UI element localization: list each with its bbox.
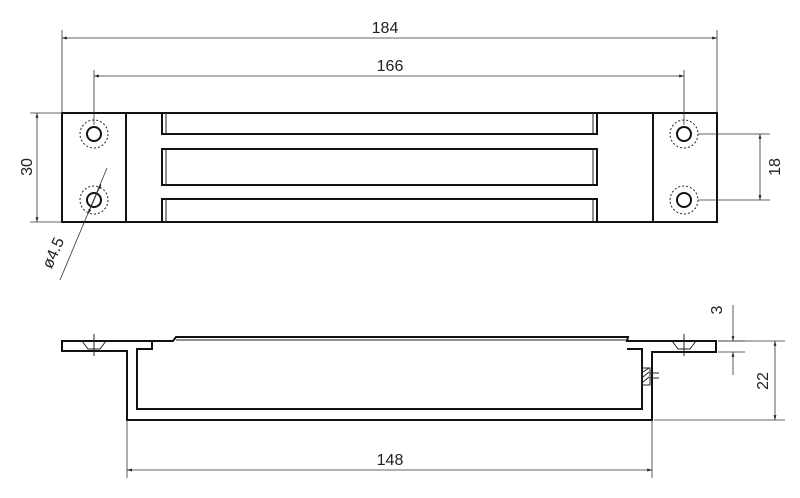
countersunk-screw-left xyxy=(81,334,107,356)
hole-icon xyxy=(86,126,102,142)
hole-icon xyxy=(676,192,692,208)
dimension-30: 30 xyxy=(19,112,62,223)
dimension-22: 22 xyxy=(654,340,785,421)
dimension-166: 166 xyxy=(93,58,685,125)
side-profile-inner xyxy=(136,341,643,410)
dimension-label: 3 xyxy=(709,305,726,314)
dimension-label: 148 xyxy=(377,452,404,469)
side-profile-outer xyxy=(61,336,717,421)
dimension-148: 148 xyxy=(126,420,653,478)
hole-icon xyxy=(676,126,692,142)
coil-slots xyxy=(161,113,598,222)
dimension-label: 18 xyxy=(767,158,784,176)
countersunk-screw-right xyxy=(671,334,697,356)
dimension-label: 22 xyxy=(755,372,772,390)
dimension-18: 18 xyxy=(698,133,784,201)
cable-gland-icon xyxy=(641,367,659,386)
dimension-label: 166 xyxy=(377,58,404,75)
dimension-label: ø4.5 xyxy=(40,235,69,271)
dimension-label: 184 xyxy=(372,20,399,37)
dimension-hole-diameter: ø4.5 xyxy=(40,167,108,281)
top-view-outline xyxy=(61,112,718,223)
top-view: 184 166 30 18 ø4.5 xyxy=(19,20,784,281)
dimension-label: 30 xyxy=(19,158,36,176)
dimension-184: 184 xyxy=(61,20,718,113)
side-view: 148 3 22 xyxy=(61,305,785,478)
